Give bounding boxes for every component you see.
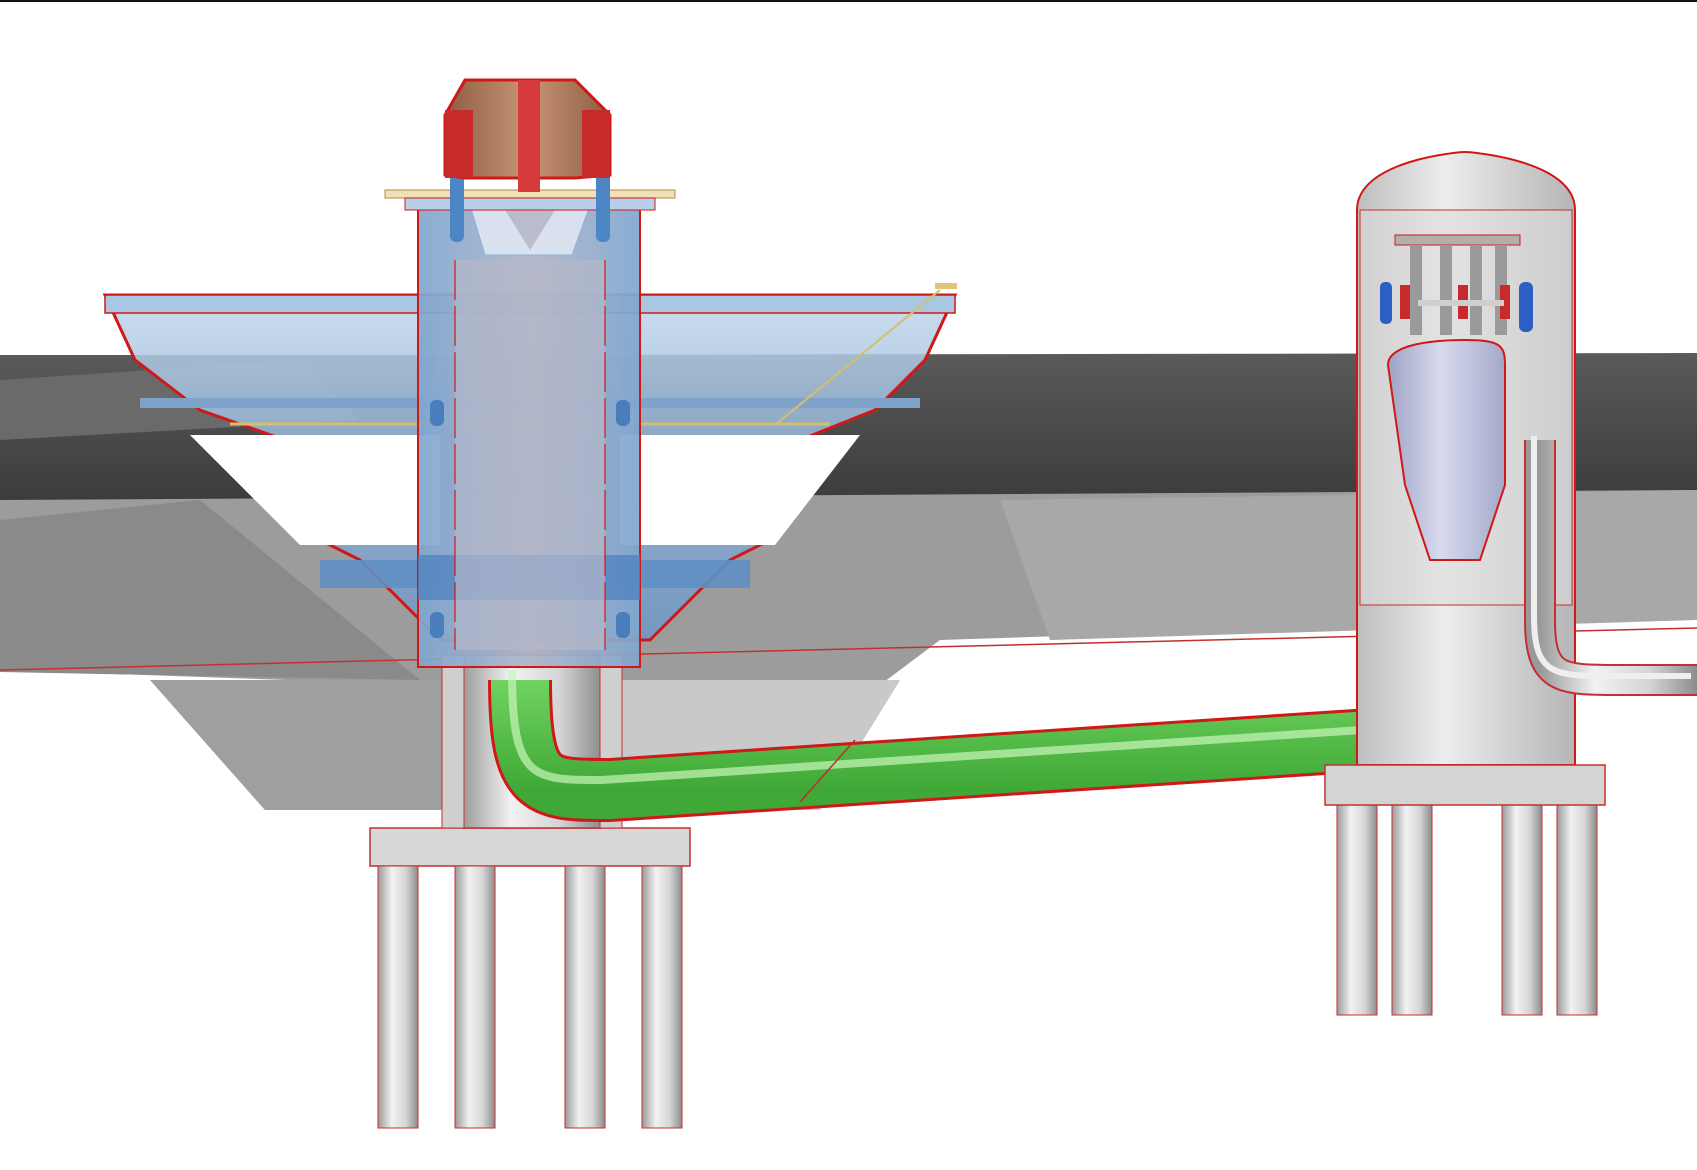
left-foundation-piles — [369, 827, 691, 1129]
return-pipe — [1524, 436, 1697, 696]
central-shaft-assembly — [384, 162, 676, 668]
right-vessel — [1324, 150, 1606, 806]
right-foundation-piles — [1336, 799, 1598, 1016]
top-border — [0, 0, 1697, 2]
top-cap-unit — [443, 78, 612, 192]
